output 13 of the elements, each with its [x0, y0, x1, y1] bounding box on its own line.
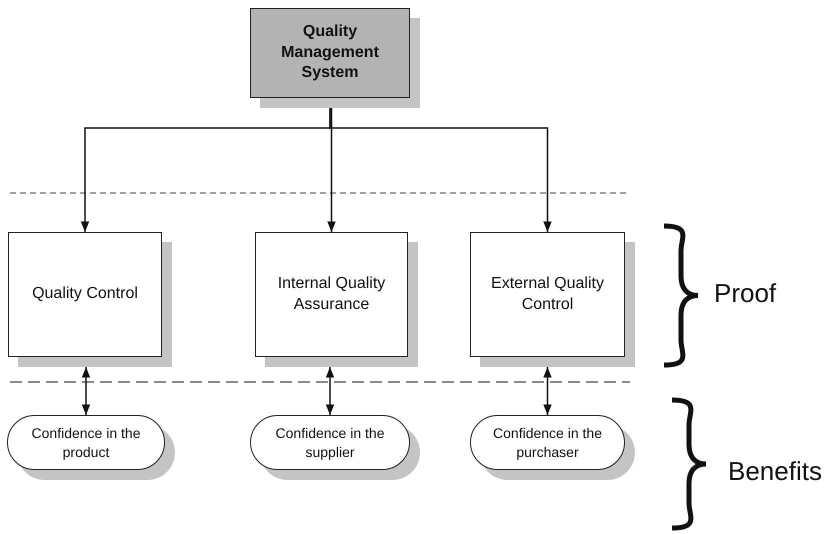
arrow — [327, 108, 336, 232]
node-label: Internal Quality Assurance — [276, 274, 386, 314]
node-label: Confidence in the supplier — [274, 424, 386, 461]
arrow — [326, 367, 334, 415]
section-label: Proof — [714, 278, 776, 309]
node-label: Quality Management System — [280, 22, 380, 84]
node-label: Confidence in the product — [30, 424, 142, 461]
node-label: External Quality Control — [490, 274, 605, 314]
section-label: Benefits — [728, 456, 822, 487]
node-label: Quality Control — [31, 284, 139, 304]
arrow — [543, 367, 552, 415]
node-label: Confidence in the purchaser — [492, 424, 603, 461]
arrow — [82, 367, 90, 415]
